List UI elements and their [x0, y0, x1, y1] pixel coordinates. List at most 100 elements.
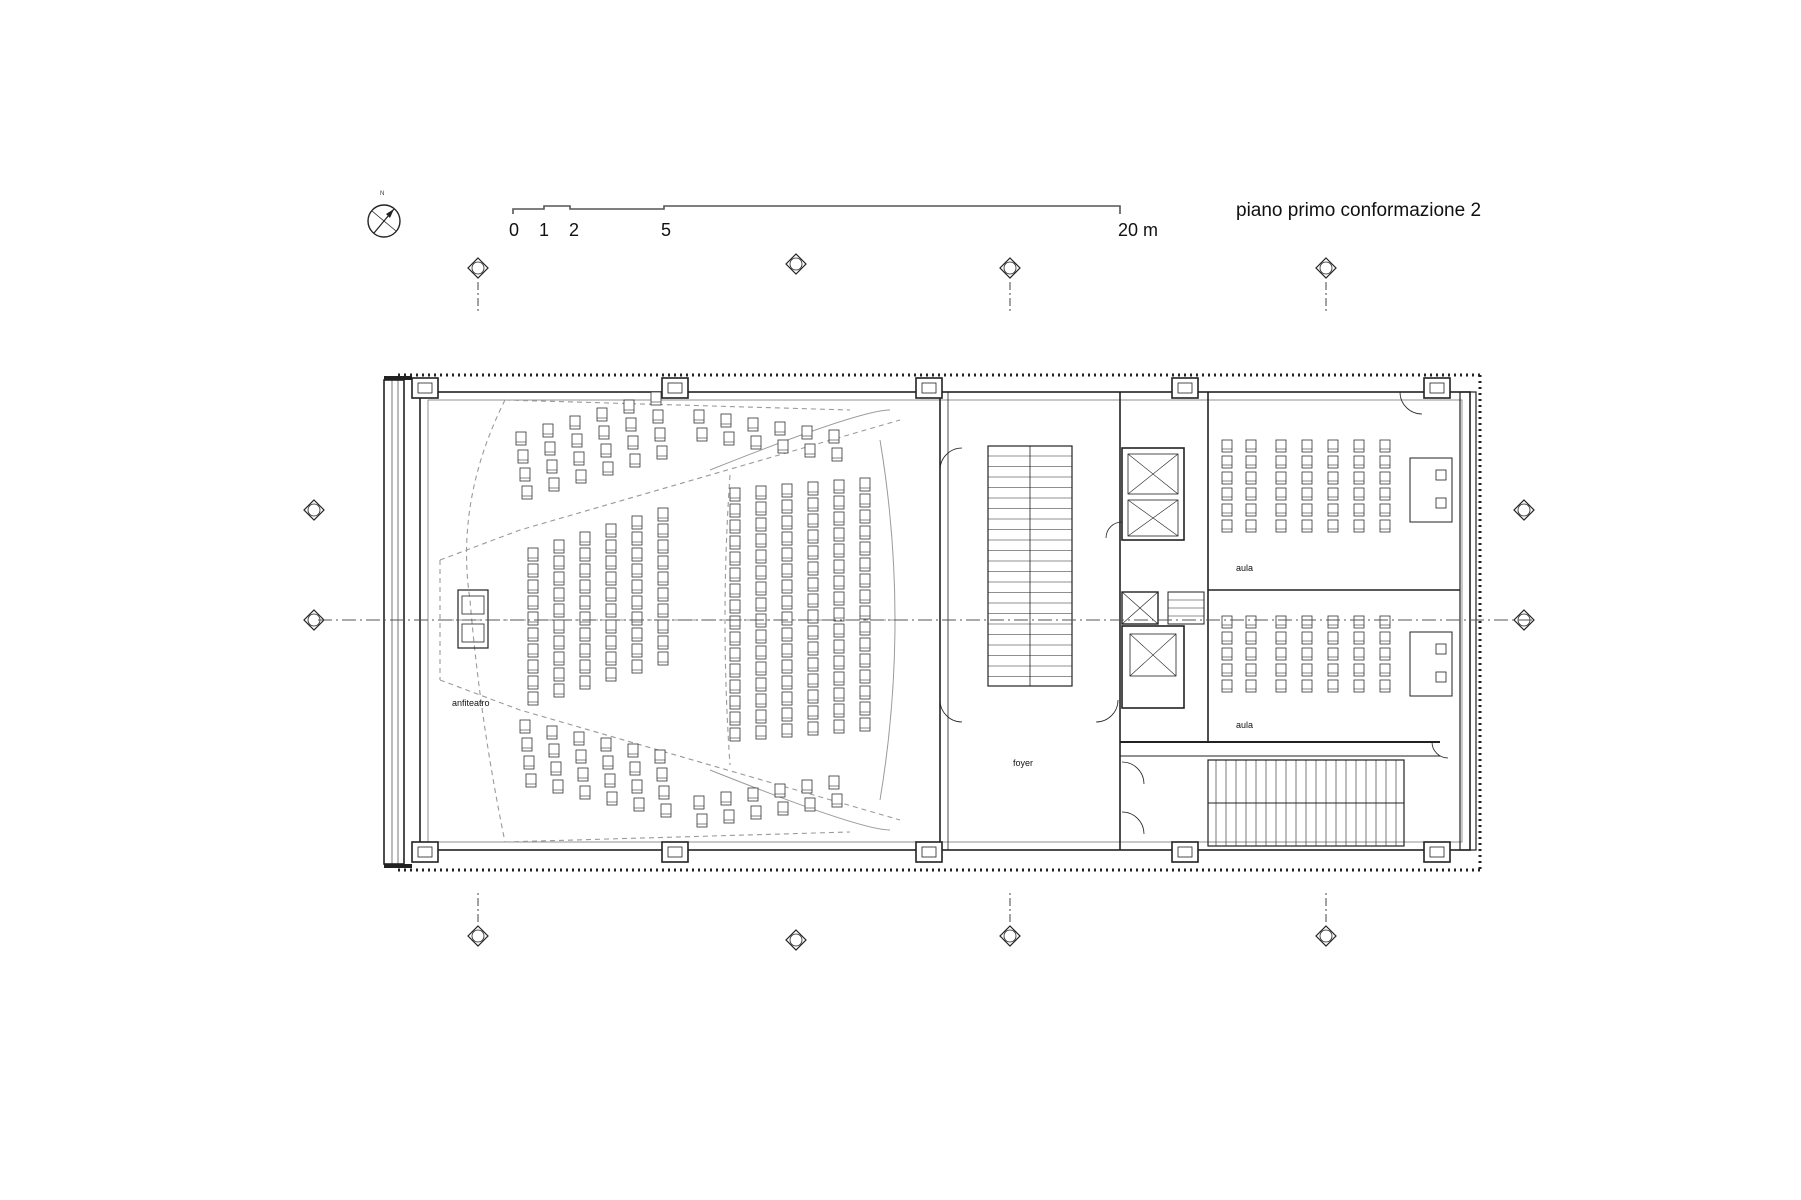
room-label-anfiteatro: anfiteatro — [452, 698, 490, 708]
seat — [515, 431, 527, 446]
seat — [729, 535, 741, 550]
seat — [548, 743, 560, 758]
seat — [658, 785, 670, 800]
column-outer — [661, 841, 689, 863]
section-marker-icon — [785, 253, 807, 275]
seat — [729, 631, 741, 646]
seat — [807, 625, 819, 640]
seat — [859, 525, 871, 540]
column-inner — [921, 846, 937, 858]
column — [1171, 377, 1199, 399]
seat — [859, 493, 871, 508]
column — [1423, 841, 1451, 863]
column-outer — [411, 841, 439, 863]
seat — [755, 549, 767, 564]
seat — [1275, 615, 1287, 629]
seat — [629, 453, 641, 468]
seat — [546, 725, 558, 740]
seat — [833, 687, 845, 702]
seat — [1221, 471, 1233, 485]
seat — [579, 627, 591, 642]
seat — [631, 515, 643, 530]
seat — [833, 479, 845, 494]
column-inner — [921, 382, 937, 394]
foyer: foyer — [987, 445, 1073, 768]
marker-diamond — [467, 925, 489, 947]
seat — [527, 643, 539, 658]
seat — [801, 425, 813, 440]
seat — [1245, 631, 1257, 645]
seat — [859, 605, 871, 620]
seat — [833, 559, 845, 574]
marker-diamond — [1513, 499, 1535, 521]
seat — [1301, 503, 1313, 517]
seat — [720, 791, 732, 806]
seat — [1353, 519, 1365, 533]
seat — [755, 661, 767, 676]
seat — [781, 611, 793, 626]
seat — [579, 563, 591, 578]
seat — [859, 685, 871, 700]
seat — [1245, 455, 1257, 469]
seat — [1221, 455, 1233, 469]
seat — [629, 761, 641, 776]
column-outer — [915, 841, 943, 863]
seat — [781, 643, 793, 658]
marker-circle — [1319, 261, 1333, 275]
seat — [519, 467, 531, 482]
seat — [804, 797, 816, 812]
seat — [807, 641, 819, 656]
seat — [859, 621, 871, 636]
seat — [1379, 647, 1391, 661]
seat — [859, 669, 871, 684]
north-arrow-icon: N — [367, 191, 401, 238]
seat — [833, 703, 845, 718]
room-label-foyer: foyer — [1013, 758, 1033, 768]
seat — [859, 701, 871, 716]
seat — [1275, 663, 1287, 677]
seat — [807, 689, 819, 704]
seat — [1221, 439, 1233, 453]
seat — [656, 767, 668, 782]
seat — [1301, 647, 1313, 661]
seat — [546, 459, 558, 474]
seat — [729, 599, 741, 614]
seat — [833, 575, 845, 590]
seat — [1327, 455, 1339, 469]
seat — [720, 413, 732, 428]
seat — [1327, 631, 1339, 645]
seat — [654, 427, 666, 442]
seat — [859, 589, 871, 604]
seat — [519, 719, 531, 734]
column-inner — [1429, 846, 1445, 858]
seat — [656, 445, 668, 460]
seat — [579, 785, 591, 800]
marker-circle — [471, 929, 485, 943]
column-inner — [1177, 382, 1193, 394]
column-inner — [417, 382, 433, 394]
seat — [774, 421, 786, 436]
scale-tick-1: 1 — [539, 220, 549, 240]
seat — [1245, 439, 1257, 453]
seat — [569, 415, 581, 430]
seat — [604, 773, 616, 788]
seat — [801, 779, 813, 794]
seat — [627, 743, 639, 758]
seat — [807, 545, 819, 560]
seat — [828, 775, 840, 790]
seat — [579, 675, 591, 690]
seat — [807, 657, 819, 672]
seat — [606, 791, 618, 806]
seat — [525, 773, 537, 788]
seat — [605, 571, 617, 586]
seat — [755, 645, 767, 660]
seat — [527, 563, 539, 578]
seat — [542, 423, 554, 438]
seat — [631, 579, 643, 594]
seat — [1275, 439, 1287, 453]
marker-diamond — [785, 929, 807, 951]
seat — [605, 603, 617, 618]
seat — [657, 635, 669, 650]
section-marker-icon — [1315, 891, 1337, 947]
seat — [1221, 503, 1233, 517]
